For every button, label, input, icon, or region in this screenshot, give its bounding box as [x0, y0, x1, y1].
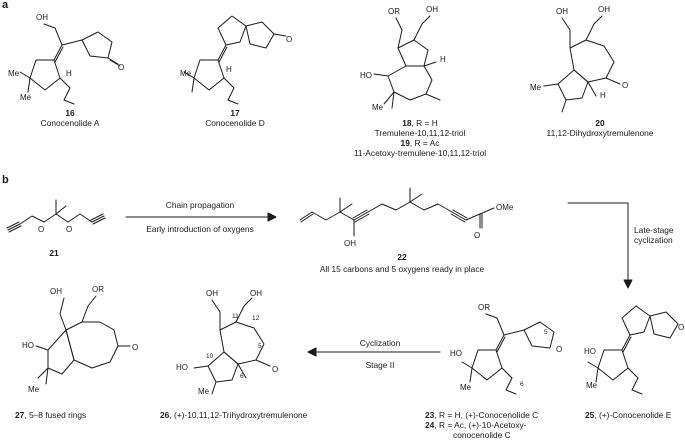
compound-17-caption: 17 Conocenolide D [205, 108, 265, 128]
svg-text:O: O [272, 365, 278, 374]
compound-20-caption: 20 11,12-Dihydroxytremulenone [546, 118, 654, 138]
svg-text:OR: OR [478, 303, 490, 312]
svg-text:OH: OH [36, 13, 48, 22]
svg-text:Me: Me [586, 381, 598, 390]
svg-text:H: H [66, 69, 72, 78]
compound-22-caption: All 15 carbons and 5 oxygens ready in pl… [319, 264, 485, 274]
compound-22-label: 22 [397, 252, 407, 262]
svg-text:OR: OR [388, 7, 400, 16]
svg-text:OMe: OMe [496, 203, 514, 212]
svg-text:O: O [556, 345, 562, 354]
svg-text:OH: OH [206, 289, 218, 298]
svg-text:HO: HO [450, 349, 462, 358]
svg-text:Me: Me [28, 385, 40, 394]
svg-text:H: H [226, 65, 232, 74]
svg-text:O: O [66, 225, 72, 234]
svg-text:O: O [622, 81, 628, 90]
svg-text:HO: HO [22, 341, 34, 350]
svg-text:10: 10 [206, 353, 214, 360]
arrow-3-top-label: Cyclization [359, 338, 401, 348]
compound-21-label: 21 [49, 248, 59, 258]
svg-text:HO: HO [584, 347, 596, 356]
svg-text:O: O [132, 343, 138, 352]
compound-16-caption: 16 Conocenolide A [40, 108, 100, 128]
structure-25 [587, 305, 679, 395]
svg-text:OH: OH [344, 239, 356, 248]
svg-text:6: 6 [520, 381, 524, 388]
svg-text:Me: Me [20, 93, 32, 102]
svg-text:12: 12 [252, 315, 260, 322]
structure-16 [19, 23, 121, 105]
svg-text:O: O [474, 231, 480, 240]
svg-text:Me: Me [460, 383, 472, 392]
structure-21 [6, 199, 106, 233]
arrow-late-stage-cyclization [567, 202, 629, 281]
atom-labels: OH O H Me Me O Me H OR OH HO H Me OH OH … [8, 5, 684, 396]
structure-18-19 [373, 15, 441, 109]
arrow-2-label: Late-stage cyclization [634, 225, 674, 245]
svg-text:HO: HO [176, 363, 188, 372]
svg-text:11: 11 [232, 313, 239, 320]
compound-23-24-caption: 23, R = H, (+)-Conocenolide C 24, R = Ac… [425, 410, 539, 440]
svg-text:Me: Me [8, 69, 20, 78]
svg-text:Me: Me [530, 83, 542, 92]
svg-text:H: H [600, 91, 606, 100]
structure-22 [299, 187, 495, 237]
compound-25-caption: 25, (+)-Conocenolide E [585, 410, 672, 420]
structure-17 [183, 15, 287, 105]
compound-18-19-caption: 18, R = H Tremulene-10,11,12-triol 19, R… [353, 118, 487, 158]
svg-text:OH: OH [50, 287, 62, 296]
compound-27-caption: 27, 5–8 fused rings [15, 410, 87, 420]
arrow-1-top-label: Chain propagation [165, 200, 235, 210]
compound-26-caption: 26, (+)-10,11,12-Trihydroxytremulenone [160, 410, 308, 420]
svg-text:O: O [678, 323, 684, 332]
svg-text:O: O [286, 35, 292, 44]
svg-text:OH: OH [250, 289, 262, 298]
panel-label-b: b [2, 174, 9, 186]
arrow-3-bottom-label: Stage II [365, 360, 395, 370]
svg-text:OR: OR [92, 285, 104, 294]
svg-text:6: 6 [240, 373, 244, 380]
svg-text:O: O [38, 225, 44, 234]
svg-text:OH: OH [426, 5, 438, 14]
arrow-1-bottom-label: Early introduction of oxygens [146, 224, 254, 234]
structure-27 [35, 295, 131, 385]
structure-23-24 [461, 313, 555, 395]
svg-text:Me: Me [372, 103, 384, 112]
svg-text:Me: Me [180, 69, 192, 78]
svg-text:O: O [118, 63, 124, 72]
svg-text:H: H [440, 55, 446, 64]
svg-text:5: 5 [544, 329, 548, 336]
svg-text:OH: OH [556, 7, 568, 16]
svg-text:OH: OH [598, 5, 610, 14]
structure-20 [543, 15, 621, 113]
svg-text:HO: HO [360, 71, 372, 80]
structure-26 [193, 297, 271, 395]
svg-text:5: 5 [258, 343, 262, 350]
panel-label-a: a [2, 0, 9, 11]
svg-text:Me: Me [198, 387, 210, 396]
